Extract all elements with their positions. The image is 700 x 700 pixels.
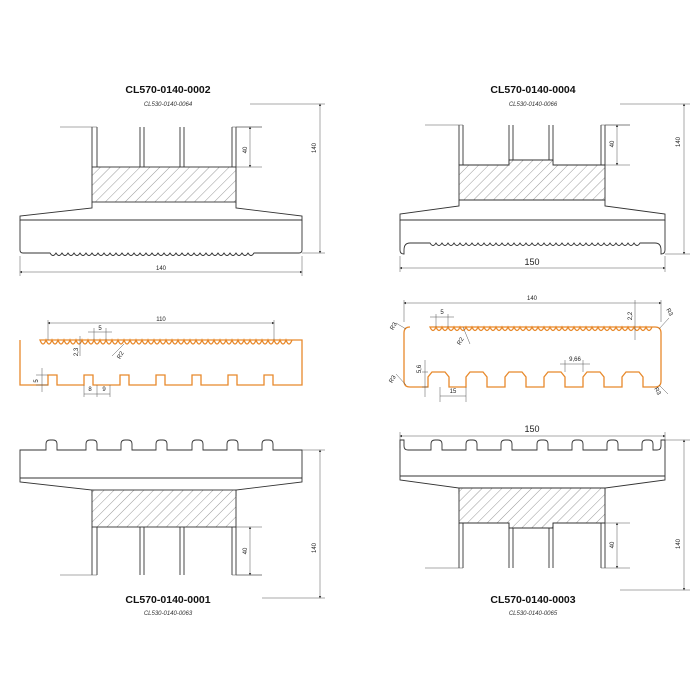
dim-radius: R2 [117,350,126,360]
part-code: CL570-0140-0001 [125,594,210,606]
part-subcode: CL530-0140-0066 [509,102,558,108]
dim-corner-tr: R3 [664,308,673,318]
dim-corner-tl: R3 [390,321,399,331]
base-profile [399,439,666,476]
base-profile [19,439,303,478]
dim-total: 140 [527,296,538,302]
dim-width: 150 [524,257,539,267]
dim-slot-offset: 15 [450,389,457,395]
dim-height: 140 [312,142,318,153]
drawing-bottom-right: 150 40 140 CL570-0140-0003 CL530-0140-00… [399,424,690,617]
insert-columns [425,523,630,569]
insert-columns [425,124,630,165]
dim-insert: 40 [610,140,616,147]
dim-pitch: 5 [98,326,102,332]
dim-height: 140 [676,136,682,147]
drawing-bottom-left: 40 140 CL570-0140-0001 CL530-0140-0063 [19,439,325,617]
part-subcode: CL530-0140-0064 [144,102,193,108]
part-code: CL570-0140-0004 [490,84,575,96]
dim-depth: 2,2 [628,311,634,320]
base-profile [399,220,666,255]
profile-outline [403,325,662,388]
hatched-core [458,159,606,201]
dim-slot-height: 5 [34,379,40,383]
dim-width: 150 [524,424,539,434]
dim-corner-br: R3 [652,387,661,397]
dim-pitch: 5 [440,310,444,316]
insert-columns [60,527,262,576]
dim-depth: 2,3 [74,347,80,356]
dim-height: 140 [676,538,682,549]
dim-insert: 40 [243,547,249,554]
dim-slot-b: 9 [102,387,106,393]
hatched-core [91,489,237,528]
profile-detail-left: 110 5 2,3 R2 5 8 9 [19,317,303,397]
dim-insert: 40 [243,146,249,153]
dim-width: 140 [156,266,167,272]
insert-columns [60,126,262,167]
dim-radius: R2 [457,336,466,346]
drawing-top-right: CL570-0140-0004 CL530-0140-0066 40 140 1… [399,84,690,272]
dim-slot-height: 5,6 [417,364,423,373]
part-subcode: CL530-0140-0065 [509,611,558,617]
dim-height: 140 [312,542,318,553]
drawing-top-left: CL570-0140-0002 CL530-0140-0064 40 140 [19,84,325,276]
dim-corner-bl: R3 [389,374,398,384]
shoulder [399,200,666,221]
hatched-core [91,166,237,203]
shoulder [19,202,303,221]
base-profile [19,220,303,256]
profile-outline [19,338,303,386]
profile-detail-right: 140 5 R2 2,2 R3 R3 R3 R3 5,6 15 9,66 [389,296,674,402]
part-subcode: CL530-0140-0063 [144,611,193,617]
dim-slot-width: 9,66 [569,357,581,363]
dim-slot-a: 8 [88,387,92,393]
part-code: CL570-0140-0002 [125,84,210,96]
part-code: CL570-0140-0003 [490,594,575,606]
hatched-core [458,487,606,529]
dim-insert: 40 [610,541,616,548]
dim-total: 110 [156,317,166,323]
